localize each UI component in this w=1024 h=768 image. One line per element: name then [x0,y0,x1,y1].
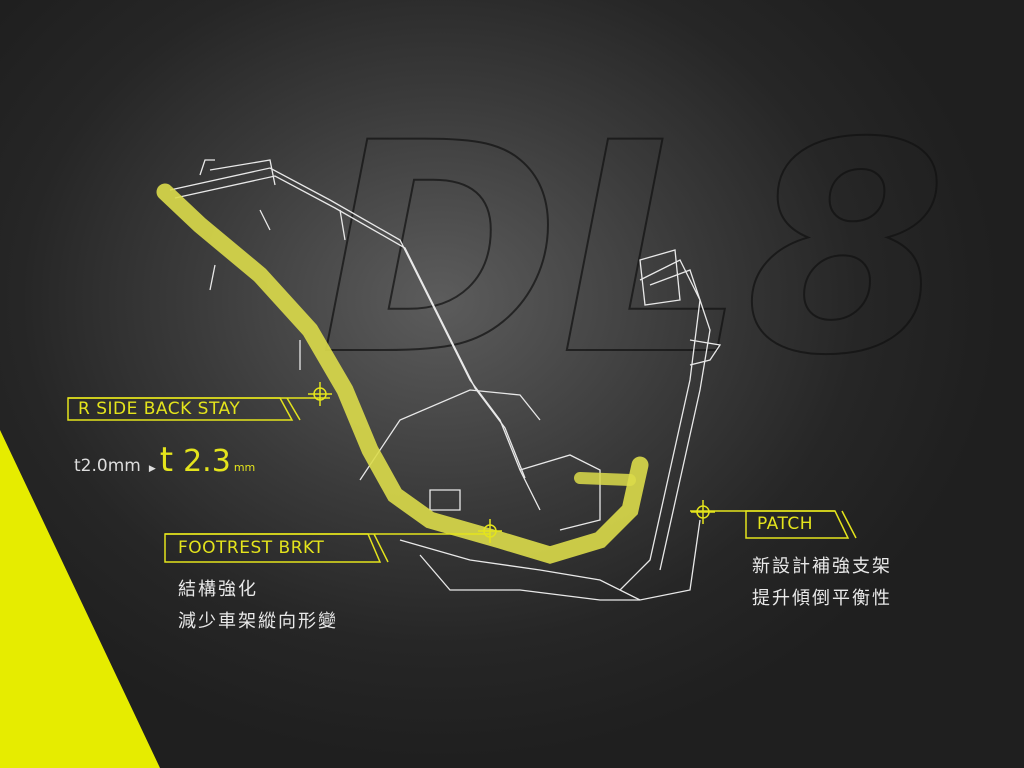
footrest-line: 結構強化 [178,579,258,600]
patch-title: PATCH [757,514,814,534]
dl8-watermark: DL8 [320,82,947,419]
patch-line: 提升傾倒平衡性 [752,588,892,609]
old-thickness: t2.0mm [74,456,141,476]
back-stay-title: R SIDE BACK STAY [78,399,241,419]
frame-wireframe [169,159,722,601]
yellow-corner-triangle [0,430,160,768]
new-thickness-prefix: t [159,440,174,480]
new-thickness-unit: mm [233,461,256,474]
arrow-icon: ▶ [148,464,156,474]
callout-lines [67,382,857,563]
footrest-description: 結構強化 減少車架縱向形變 [178,574,338,638]
patch-description: 新設計補強支架 提升傾倒平衡性 [752,551,892,615]
thickness-change: t2.0mm ▶ t 2.3 mm [74,440,255,480]
footrest-line: 減少車架縱向形變 [178,611,338,632]
highlighted-tubes [156,183,649,564]
new-thickness-value: 2.3 [183,444,231,479]
footrest-title: FOOTREST BRKT [178,538,325,558]
patch-line: 新設計補強支架 [752,556,892,577]
